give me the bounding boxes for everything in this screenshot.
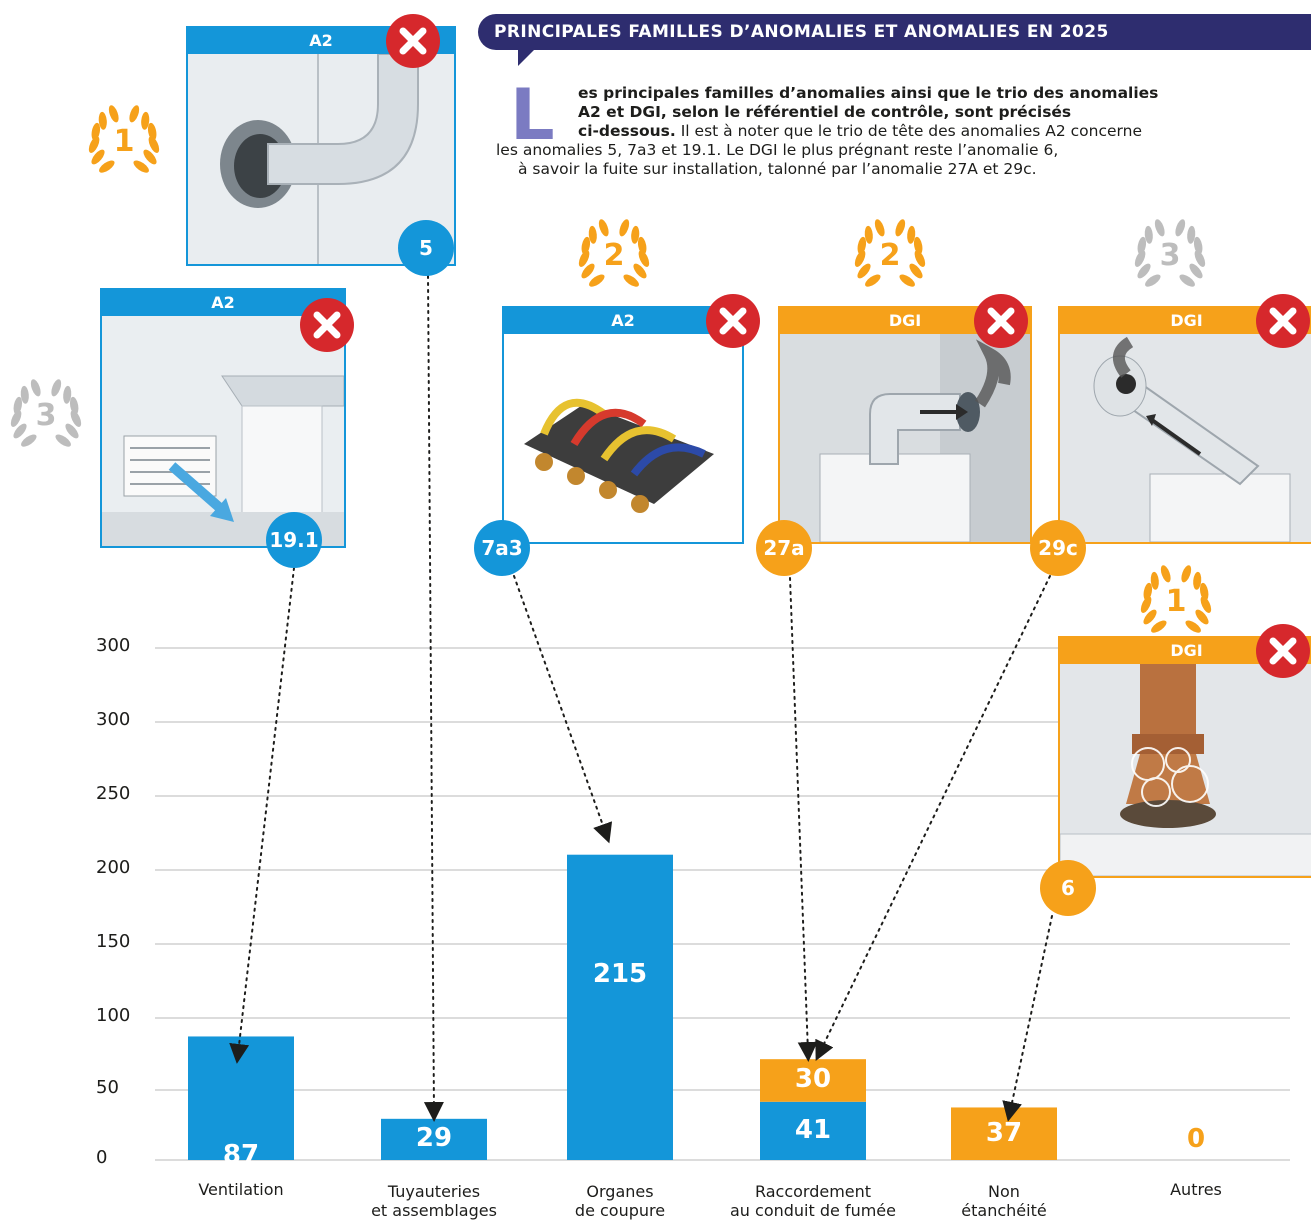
card-type-label: A2: [504, 308, 742, 334]
x-category-line: Tuyauteries: [387, 1182, 481, 1201]
connector-arrow: [423, 275, 444, 1122]
bar-value-label: 41: [794, 1114, 832, 1145]
connector-arrow: [513, 575, 613, 844]
rank-badge: 2: [852, 218, 928, 298]
connector-layer: [229, 275, 1053, 1122]
connector-arrow: [1002, 915, 1053, 1122]
bar-value-label: 29: [415, 1123, 453, 1154]
bar-value-label: 0: [1186, 1124, 1206, 1154]
anomaly-card-6: DGI: [1058, 636, 1311, 878]
laurel-wreath-icon: [1134, 219, 1206, 287]
x-category-line: Non: [988, 1182, 1020, 1201]
intro-line-4: les anomalies 5, 7a3 et 19.1. Le DGI le …: [496, 141, 1059, 159]
gas-leak-illustration: [1060, 664, 1311, 876]
y-tick-label: 50: [96, 1077, 119, 1098]
anomaly-code-badge: 7a3: [474, 520, 530, 576]
laurel-wreath-icon: [88, 105, 160, 173]
bar-segment: [760, 1101, 866, 1160]
x-category-line: Raccordement: [754, 1182, 872, 1201]
intro-line-5: à savoir la fuite sur installation, talo…: [518, 160, 1037, 178]
anomaly-code-badge: 6: [1040, 860, 1096, 916]
flue-connection-illustration: [780, 334, 1030, 542]
laurel-wreath-icon: [1140, 565, 1212, 633]
bar-value-label: 215: [592, 958, 648, 989]
reject-icon: [1256, 624, 1310, 678]
connector-arrow: [789, 577, 818, 1062]
y-tick-label: 300: [96, 635, 131, 656]
rank-number: 2: [603, 238, 625, 273]
x-category-line: de coupure: [574, 1201, 666, 1220]
rank-badge: 3: [1132, 218, 1208, 298]
anomaly-code-badge: 19.1: [266, 512, 322, 568]
bar-segment: [381, 1118, 487, 1160]
ventilation-illustration: [102, 316, 344, 546]
x-category-label: Ventilation: [151, 1180, 331, 1199]
bar-value-label: 37: [985, 1117, 1023, 1148]
intro-line-1: es principales familles d’anomalies ains…: [578, 84, 1159, 102]
flue-leak-illustration: [1060, 334, 1311, 542]
anomaly-code-badge: 27a: [756, 520, 812, 576]
intro-line-2: A2 et DGI, selon le référentiel de contr…: [578, 103, 1072, 121]
anomaly-card-29c: DGI: [1058, 306, 1311, 544]
intro-line-3-bold: ci-dessous.: [578, 122, 676, 140]
rank-badge: 1: [86, 104, 162, 184]
bar-value-label: 87: [222, 1140, 260, 1171]
y-tick-label: 150: [96, 931, 131, 952]
rank-number: 1: [113, 124, 135, 159]
x-category-line: Autres: [1170, 1180, 1222, 1199]
header-banner-tail: [518, 48, 536, 66]
drop-cap: L: [510, 74, 555, 156]
rank-number: 3: [35, 398, 57, 433]
x-category-line: Organes: [586, 1182, 654, 1201]
rank-number: 3: [1159, 238, 1181, 273]
reject-icon: [386, 14, 440, 68]
connector-arrow: [815, 575, 1051, 1062]
anomaly-card-7a3: A2: [502, 306, 744, 544]
laurel-wreath-icon: [854, 219, 926, 287]
y-tick-label: 300: [96, 709, 131, 730]
anomaly-code-badge: 5: [398, 220, 454, 276]
x-category-line: et assemblages: [371, 1201, 497, 1220]
header-banner: [478, 14, 1311, 50]
bar-segment: [567, 854, 673, 1160]
rank-number: 2: [879, 238, 901, 273]
bar-value-label: 30: [794, 1064, 832, 1095]
card-type-label: A2: [102, 290, 344, 316]
x-category-line: au conduit de fumée: [730, 1201, 896, 1220]
rank-badge: 3: [8, 378, 84, 458]
y-tick-label: 250: [96, 783, 131, 804]
rank-badge: 2: [576, 218, 652, 298]
intro-paragraph: es principales familles d’anomalies ains…: [496, 84, 1311, 179]
reject-icon: [706, 294, 760, 348]
y-tick-label: 100: [96, 1005, 131, 1026]
intro-line-3-rest: Il est à noter que le trio de tête des a…: [675, 122, 1142, 140]
page-title: PRINCIPALES FAMILLES D’ANOMALIES ET ANOM…: [494, 22, 1109, 42]
bar-layer: [188, 854, 1057, 1160]
reject-icon: [974, 294, 1028, 348]
rank-badge: 1: [1138, 564, 1214, 644]
connector-arrow: [229, 567, 295, 1064]
x-category-label: Autres: [1106, 1180, 1286, 1199]
y-tick-label: 0: [96, 1147, 108, 1168]
anomaly-code-badge: 29c: [1030, 520, 1086, 576]
laurel-wreath-icon: [10, 379, 82, 447]
valve-manifold-illustration: [504, 334, 742, 542]
x-category-line: Ventilation: [198, 1180, 284, 1199]
reject-icon: [300, 298, 354, 352]
bar-segment: [760, 1059, 866, 1102]
anomaly-card-19-1: A2: [100, 288, 346, 548]
x-category-line: étanchéité: [961, 1201, 1047, 1220]
y-tick-label: 200: [96, 857, 131, 878]
laurel-wreath-icon: [578, 219, 650, 287]
reject-icon: [1256, 294, 1310, 348]
rank-number: 1: [1165, 584, 1187, 619]
